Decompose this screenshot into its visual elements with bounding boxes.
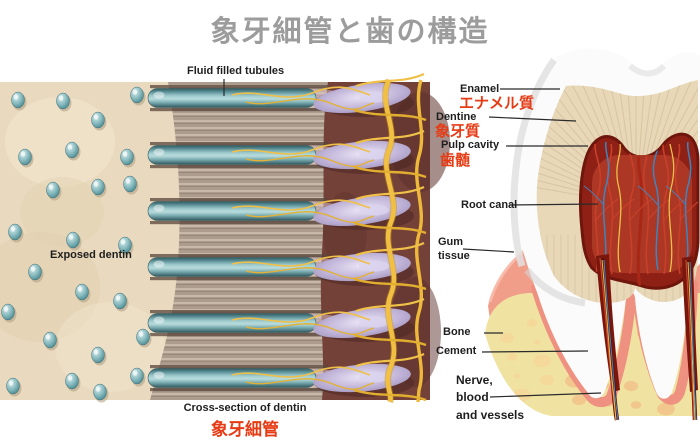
odontoblast-cells (313, 82, 414, 397)
label-nerve-blood-vessels: Nerve, blood and vessels (456, 373, 525, 422)
label-fluid-filled-tubules: Fluid filled tubules (187, 65, 285, 77)
label-root-canal: Root canal (461, 199, 518, 211)
label-cement: Cement (436, 345, 477, 357)
tooth-art (223, 48, 700, 421)
label-dentine-ja: 象牙質 (435, 123, 481, 140)
pointer-lines (223, 79, 602, 398)
label-pulp-cavity-en: Pulp cavity (441, 139, 500, 151)
page-title: 象牙細管と歯の構造 (210, 16, 490, 48)
label-bone: Bone (443, 326, 471, 338)
tubule-tubes (147, 85, 353, 392)
caption-cross-section: Cross-section of dentin (183, 402, 307, 414)
label-exposed-dentin: Exposed dentin (50, 249, 132, 261)
caption-dentinal-tubule-ja: 象牙細管 (211, 420, 279, 439)
label-pulp-cavity-ja: 歯髄 (440, 152, 471, 169)
label-enamel-en: Enamel (460, 83, 500, 95)
root-nerve-bundles (599, 257, 698, 421)
fluid-droplets (1, 86, 152, 403)
label-enamel-ja: エナメル質 (459, 95, 535, 112)
pulp-vessels (583, 139, 698, 289)
tubules-art (0, 72, 450, 404)
left-caption: Cross-section of dentin 象牙細管 (125, 402, 365, 440)
label-gum-tissue: Gum tissue (438, 236, 470, 262)
label-dentine-en: Dentine (436, 111, 477, 123)
nerve-fibers (231, 72, 427, 404)
